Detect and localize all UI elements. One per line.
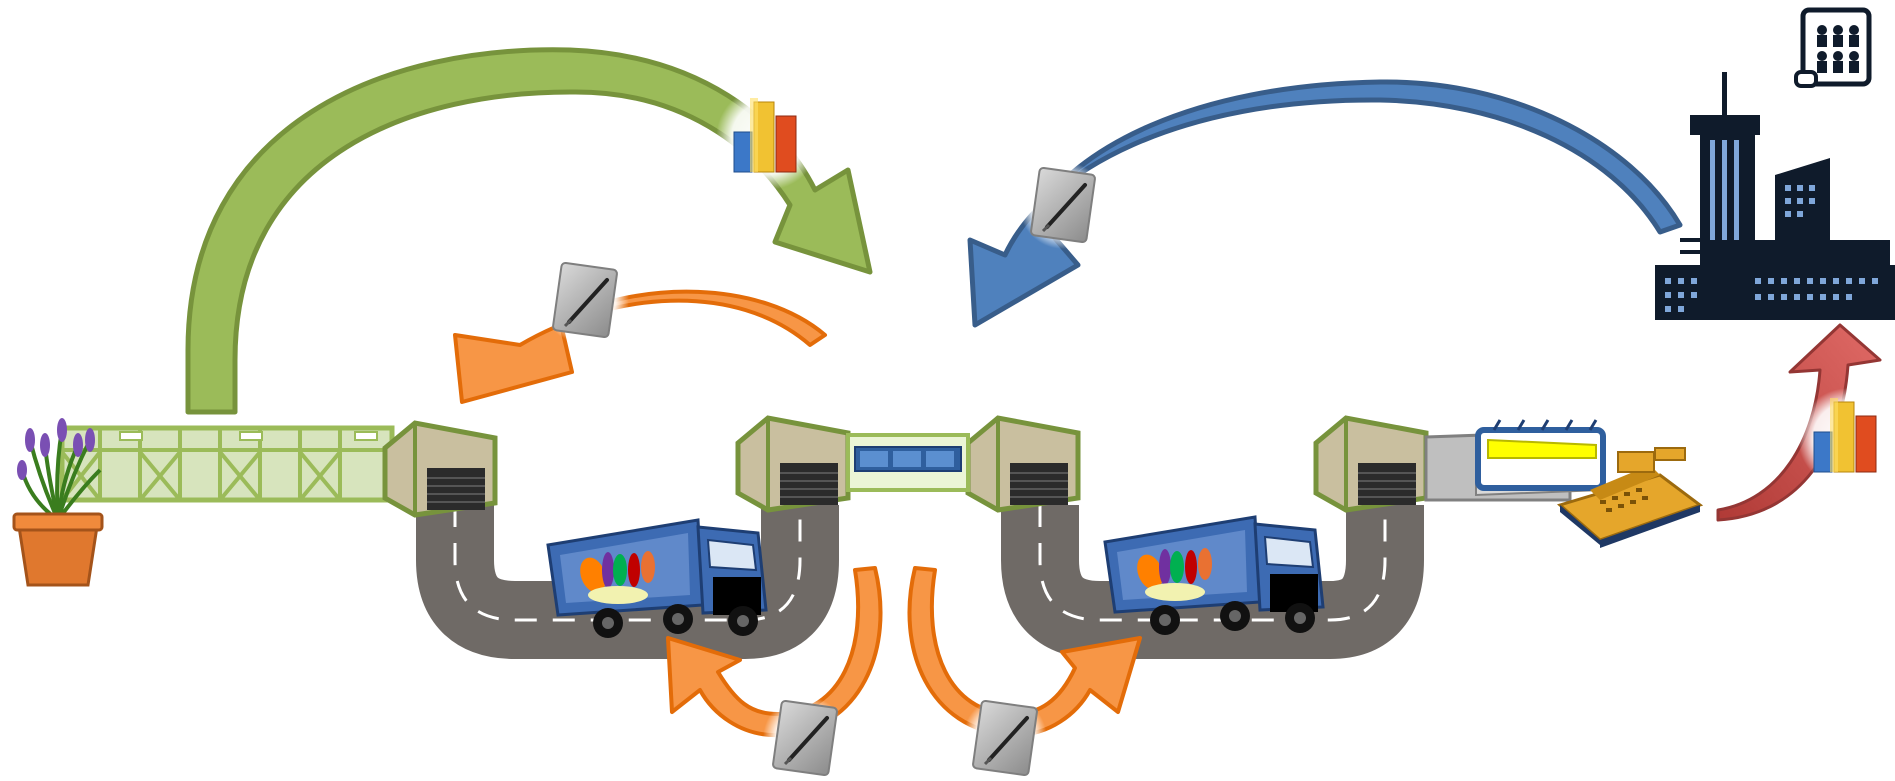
road-right	[1001, 505, 1424, 659]
green-flow-arrow	[185, 47, 873, 415]
warehouse-icon	[738, 418, 848, 510]
plant-pot-icon	[12, 418, 104, 587]
blue-flow-arrow	[967, 79, 1683, 328]
chess-strategy-icon	[1794, 7, 1872, 88]
store-counter-icon	[1424, 419, 1606, 502]
bar-chart-icon	[716, 86, 820, 190]
warehouse-icon	[1316, 418, 1426, 510]
conveyor-icon	[846, 433, 970, 492]
warehouse-icon	[385, 423, 495, 515]
road-left	[416, 505, 839, 659]
red-flow-arrow	[1716, 323, 1882, 522]
document-icon	[763, 696, 847, 780]
orange-flow-arrow	[907, 566, 1142, 738]
document-icon	[541, 256, 629, 344]
orange-flow-arrow	[666, 566, 883, 738]
document-icon	[963, 696, 1047, 780]
greenhouse-icon	[59, 425, 395, 503]
orange-flow-arrow	[453, 289, 827, 404]
cash-register-icon	[1556, 447, 1704, 548]
document-icon	[1019, 161, 1107, 249]
bar-chart-icon	[1798, 388, 1895, 488]
headquarters-building-icon	[1655, 72, 1895, 320]
warehouse-icon	[968, 418, 1078, 510]
